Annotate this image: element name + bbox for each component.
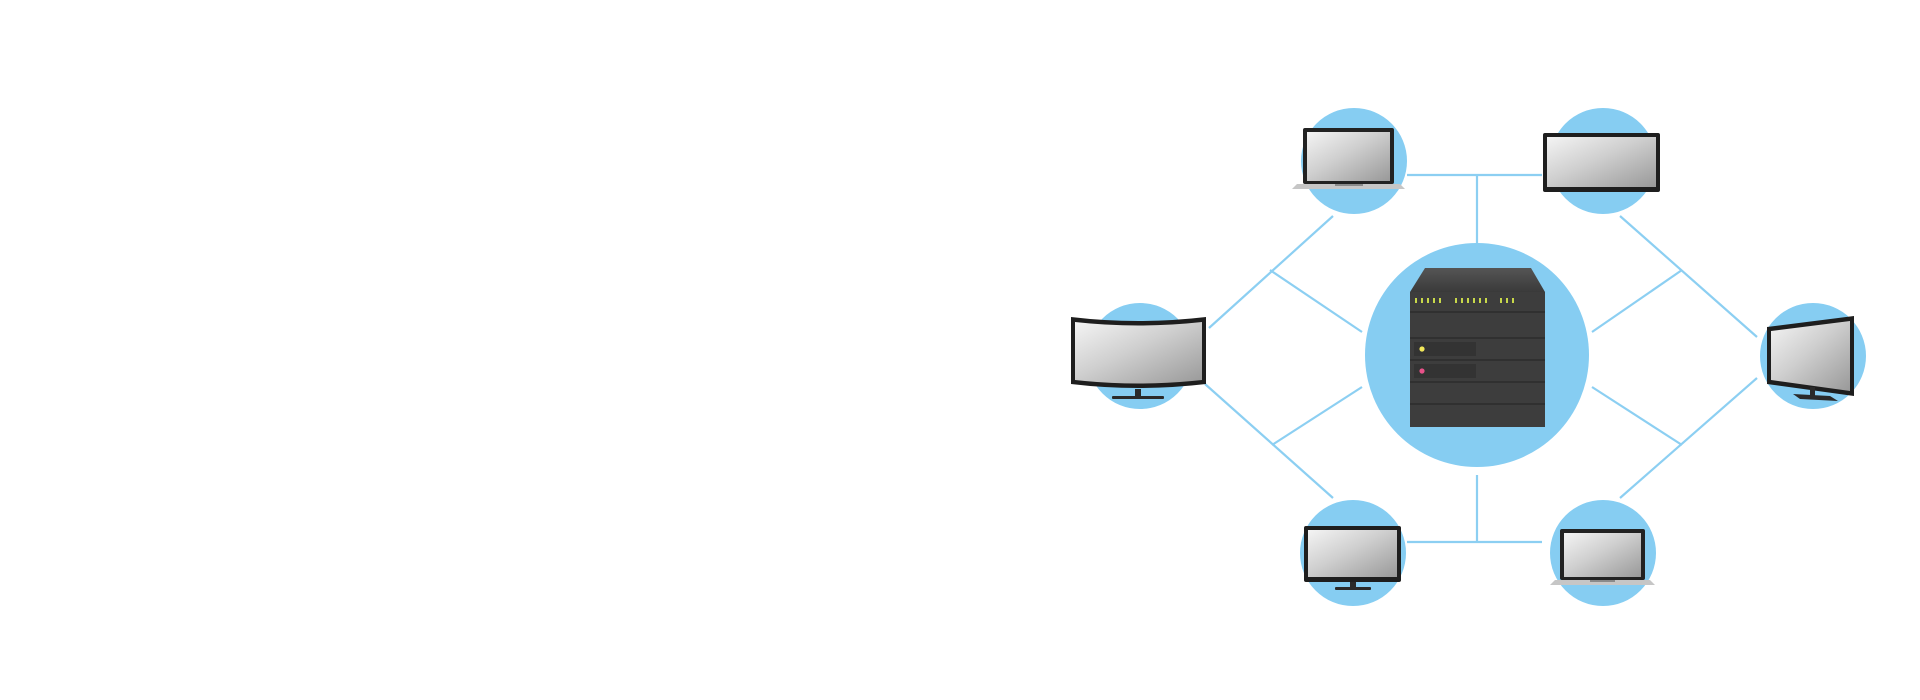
network-link-11 — [1591, 269, 1683, 333]
server-status-led-pink — [1419, 368, 1425, 374]
desktop-monitor-icon — [1304, 526, 1401, 590]
network-link-6 — [1204, 383, 1334, 499]
network-link-10 — [1271, 386, 1363, 446]
network-link-8 — [1619, 377, 1758, 499]
curved-monitor-icon — [1071, 317, 1206, 399]
server-drive-bay-2 — [1414, 364, 1476, 378]
server-rack-icon — [1410, 268, 1545, 427]
flat-monitor-icon — [1543, 133, 1660, 192]
network-link-9 — [1269, 269, 1363, 333]
server-led-strip — [1415, 298, 1514, 303]
network-link-7 — [1619, 215, 1758, 338]
server-drive-bay-1 — [1414, 342, 1476, 356]
network-links — [1204, 173, 1758, 544]
laptop-icon — [1292, 128, 1405, 189]
server-status-led-yellow — [1419, 346, 1425, 352]
network-link-12 — [1591, 386, 1683, 446]
curved-monitor-icon — [1767, 316, 1854, 401]
laptop-icon — [1550, 529, 1655, 585]
server-bay-dividers — [1410, 311, 1545, 405]
